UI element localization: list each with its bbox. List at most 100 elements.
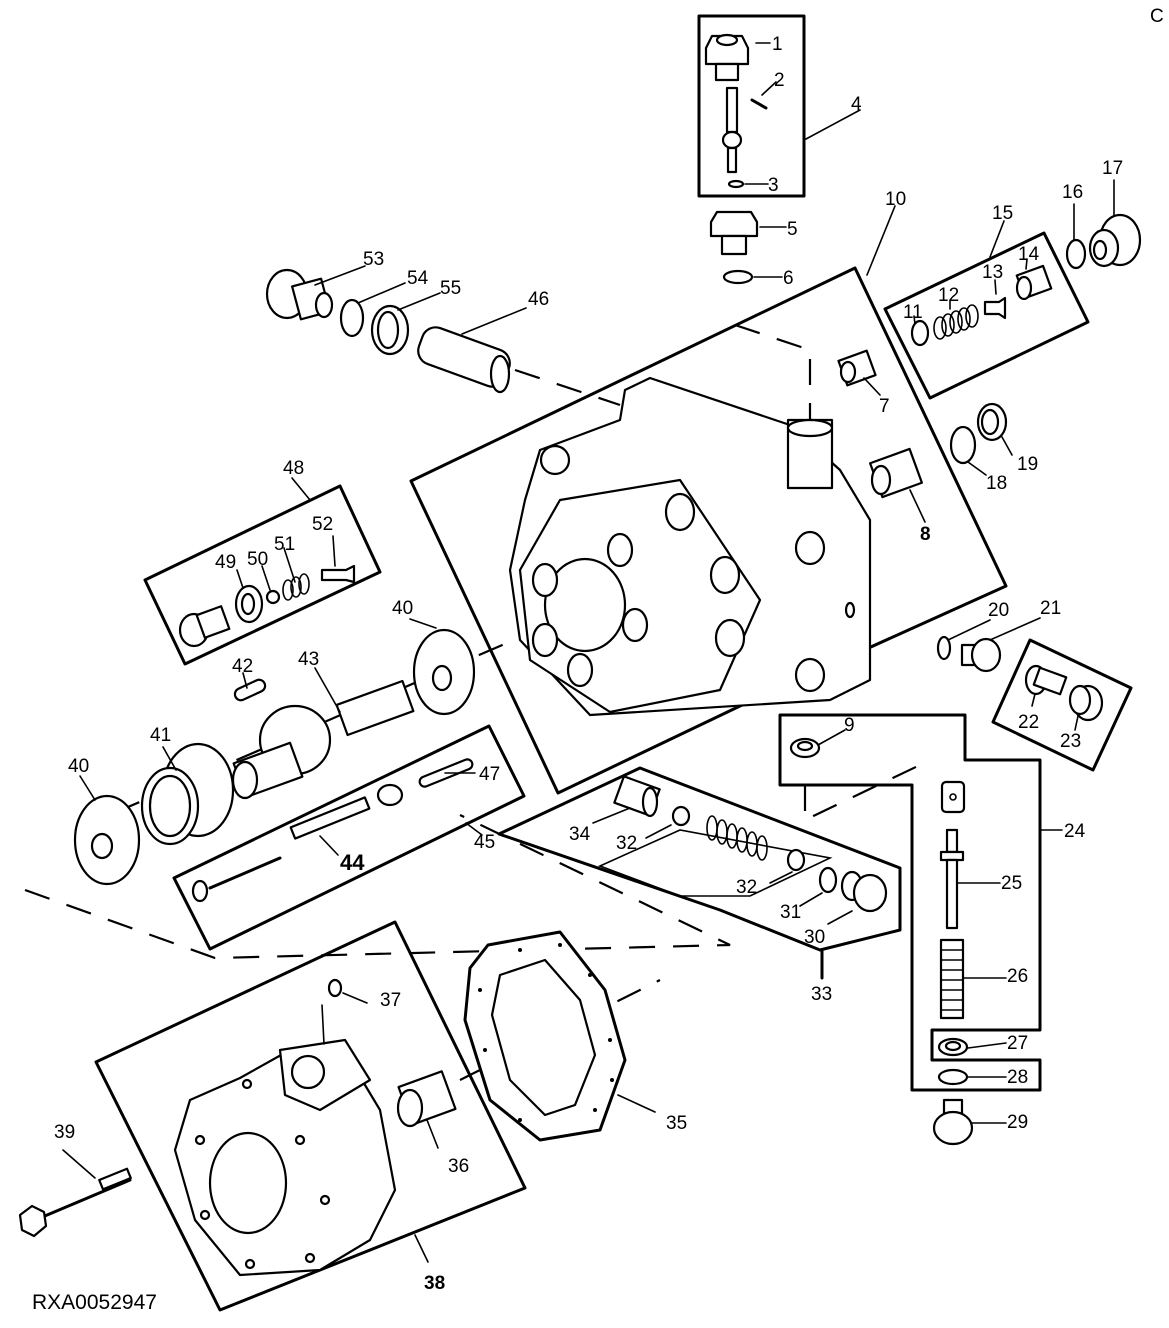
callout-46: 46 <box>528 289 549 310</box>
callout-30: 30 <box>804 927 825 948</box>
callout-8: 8 <box>920 524 931 545</box>
callout-4: 4 <box>851 94 862 115</box>
callout-48: 48 <box>283 458 304 479</box>
callout-2: 2 <box>774 70 785 91</box>
callout-24: 24 <box>1064 821 1086 842</box>
callout-7: 7 <box>879 396 890 417</box>
leader-lines <box>62 42 1115 1263</box>
callout-44: 44 <box>340 850 365 875</box>
callout-20: 20 <box>988 600 1009 621</box>
part-11-ring <box>910 319 930 347</box>
part-28-o-ring <box>937 1068 969 1086</box>
part-6-o-ring <box>722 269 754 285</box>
callout-43: 43 <box>298 649 319 670</box>
part-49-seal <box>234 584 264 624</box>
figure-reference-code: RXA0052947 <box>32 1291 157 1314</box>
callout-40-left: 40 <box>68 756 89 777</box>
part-31-o-ring <box>818 866 838 894</box>
callout-21: 21 <box>1040 598 1061 619</box>
callout-28: 28 <box>1007 1067 1028 1088</box>
kit-box-38 <box>94 920 527 1312</box>
corner-mark: C <box>1150 6 1164 27</box>
part-21-plug <box>960 637 1002 673</box>
callout-34: 34 <box>569 824 591 845</box>
part-42-pin <box>233 678 267 702</box>
part-40-thrust-washer-right <box>412 628 476 716</box>
callout-41: 41 <box>150 725 171 746</box>
callout-38: 38 <box>424 1273 445 1294</box>
part-51-spring <box>282 573 310 601</box>
part-52-valve <box>320 564 356 584</box>
part-29-plug <box>932 1098 974 1146</box>
part-13-valve <box>983 296 1007 320</box>
part-48-plug <box>178 605 231 648</box>
part-9-seal <box>789 737 821 759</box>
callout-45: 45 <box>474 832 495 853</box>
callout-42: 42 <box>232 656 253 677</box>
kit-box-33 <box>497 766 902 952</box>
center-line-upper <box>514 368 621 407</box>
callout-10: 10 <box>885 189 906 210</box>
callout-50: 50 <box>247 549 268 570</box>
callout-39: 39 <box>54 1122 75 1143</box>
part-23-cap <box>1068 684 1104 722</box>
callout-14: 14 <box>1018 244 1040 265</box>
callout-25: 25 <box>1001 873 1022 894</box>
part-17-plug <box>1088 213 1142 268</box>
callout-18: 18 <box>986 473 1007 494</box>
part-check-spring <box>706 815 768 861</box>
callout-16: 16 <box>1062 182 1083 203</box>
callout-49: 49 <box>215 552 236 573</box>
part-10-pump-housing <box>508 376 872 717</box>
callout-36: 36 <box>448 1156 469 1177</box>
part-piston <box>376 783 404 807</box>
kit-box-48 <box>143 484 382 666</box>
part-12-spring <box>933 304 979 340</box>
kit-box-33-inner <box>597 829 833 897</box>
callout-12: 12 <box>938 285 959 306</box>
center-line-lower <box>24 814 731 960</box>
callout-53: 53 <box>363 249 384 270</box>
callout-27: 27 <box>1007 1033 1028 1054</box>
callout-55: 55 <box>440 278 461 299</box>
part-35-gasket <box>463 930 627 1142</box>
part-40-thrust-washer-left <box>73 794 141 886</box>
part-14-seat <box>1015 264 1053 301</box>
callout-47: 47 <box>479 764 500 785</box>
callout-29: 29 <box>1007 1112 1028 1133</box>
callout-3: 3 <box>768 175 779 196</box>
part-16-o-ring <box>1065 238 1087 270</box>
kit-box-4 <box>697 14 806 198</box>
part-26-spring <box>939 938 965 1020</box>
kit-box-15 <box>883 231 1090 400</box>
callout-9: 9 <box>844 715 855 736</box>
part-44-spring <box>289 796 371 840</box>
callout-26: 26 <box>1007 966 1028 987</box>
kit-box-22-23 <box>991 638 1133 772</box>
part-19-plug <box>976 402 1008 442</box>
part-46-filter-screen <box>417 326 511 394</box>
part-55-sleeve <box>370 304 410 356</box>
part-43-shaft <box>231 679 415 800</box>
part-37-plug <box>327 978 343 998</box>
callout-31: 31 <box>780 902 801 923</box>
part-50-ball <box>265 589 281 605</box>
part-22-fitting <box>1024 664 1068 696</box>
center-line-24 <box>803 764 921 822</box>
part-18-o-ring <box>949 425 977 465</box>
part-25-valve-stem <box>939 828 965 930</box>
kit-box-10 <box>409 266 1008 795</box>
part-7-bushing <box>837 349 877 387</box>
kit-box-24 <box>778 713 1042 1092</box>
part-32-ball-b <box>786 848 806 872</box>
callout-6: 6 <box>783 268 794 289</box>
part-30-plug <box>840 870 888 913</box>
part-39-cap-screw <box>18 1167 132 1238</box>
callout-13: 13 <box>982 262 1003 283</box>
part-24-valve-cap <box>940 780 966 814</box>
part-2-pin <box>750 98 768 110</box>
part-38-cover <box>173 1038 397 1277</box>
callout-19: 19 <box>1017 454 1038 475</box>
part-5-plug <box>709 210 759 256</box>
